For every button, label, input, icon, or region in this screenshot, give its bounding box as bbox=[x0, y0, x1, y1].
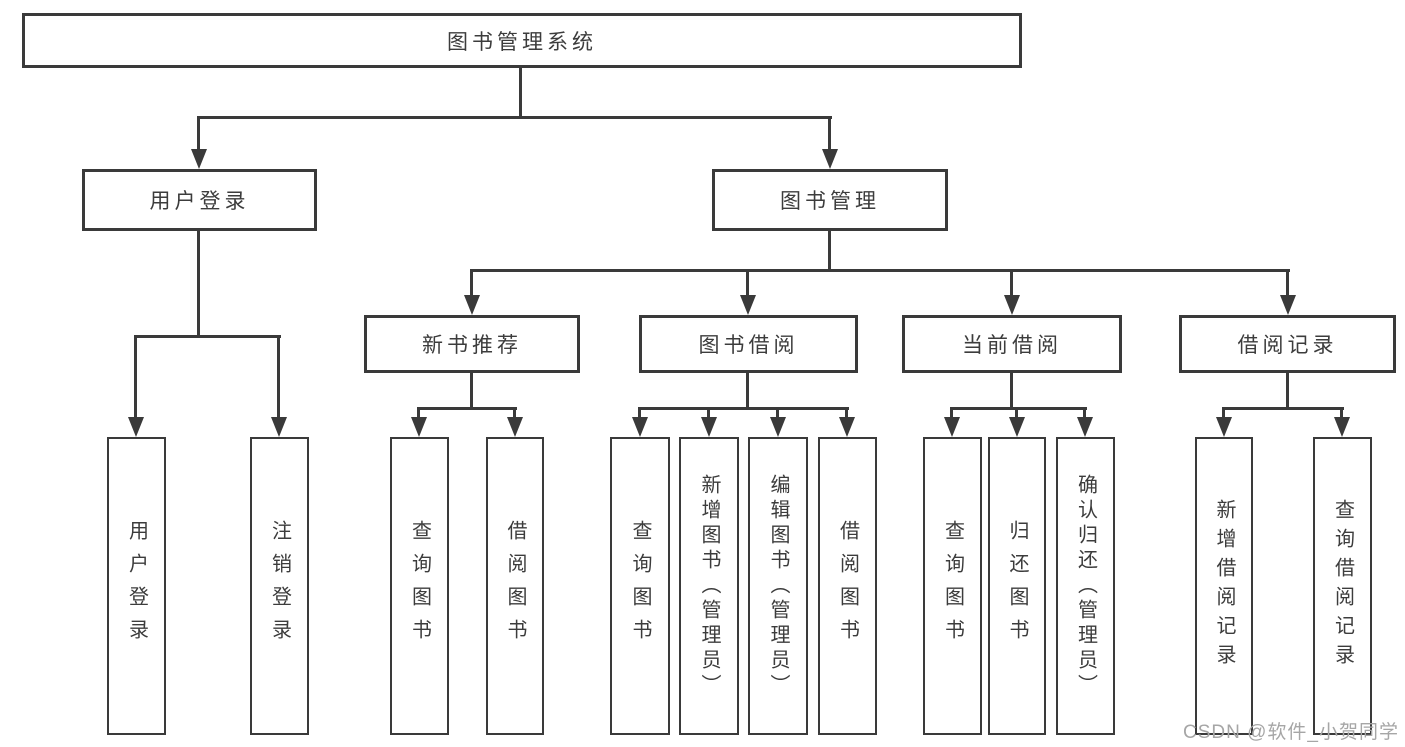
arrow-down-icon bbox=[701, 417, 717, 437]
leaf-label: 查询借阅记录 bbox=[1331, 499, 1354, 673]
connector-line bbox=[417, 407, 420, 419]
leaf-label: 查询图书 bbox=[408, 520, 431, 652]
csdn-watermark: CSDN @软件_小贺同学 bbox=[1183, 722, 1399, 743]
connector-line bbox=[828, 116, 831, 150]
arrow-down-icon bbox=[411, 417, 427, 437]
connector-line bbox=[950, 407, 1087, 410]
node-current-borrowing: 当前借阅 bbox=[902, 315, 1122, 373]
connector-line bbox=[1286, 269, 1289, 297]
leaf-label: 新增借阅记录 bbox=[1213, 499, 1235, 673]
leaf-logout: 注销登录 bbox=[250, 437, 309, 735]
connector-line bbox=[513, 407, 516, 419]
connector-line bbox=[470, 269, 473, 297]
arrow-down-icon bbox=[1009, 417, 1025, 437]
node-user-login: 用户登录 bbox=[82, 169, 317, 231]
leaf-label: 查询图书 bbox=[941, 520, 964, 652]
arrow-down-icon bbox=[770, 417, 786, 437]
leaf-add-book-admin: 新增图书（管理员） bbox=[679, 437, 739, 735]
arrow-down-icon bbox=[1077, 417, 1093, 437]
leaf-edit-book-admin: 编辑图书（管理员） bbox=[748, 437, 808, 735]
connector-line bbox=[950, 407, 953, 419]
arrow-down-icon bbox=[191, 149, 207, 169]
arrow-down-icon bbox=[740, 295, 756, 315]
arrow-down-icon bbox=[632, 417, 648, 437]
leaf-borrow-books-recommend: 借阅图书 bbox=[486, 437, 544, 735]
leaf-label: 编辑图书（管理员） bbox=[767, 473, 789, 699]
leaf-borrow-books-borrowing: 借阅图书 bbox=[818, 437, 877, 735]
leaf-label: 归还图书 bbox=[1006, 520, 1028, 652]
arrow-down-icon bbox=[839, 417, 855, 437]
node-label: 图书借阅 bbox=[698, 334, 799, 357]
leaf-confirm-return-admin: 确认归还（管理员） bbox=[1056, 437, 1115, 735]
node-book-management: 图书管理 bbox=[712, 169, 948, 231]
connector-line bbox=[134, 335, 281, 338]
arrow-down-icon bbox=[271, 417, 287, 437]
node-label: 用户登录 bbox=[149, 190, 250, 213]
leaf-label: 确认归还（管理员） bbox=[1074, 473, 1097, 699]
connector-line bbox=[197, 229, 200, 338]
connector-line bbox=[828, 229, 831, 272]
leaf-query-books-recommend: 查询图书 bbox=[390, 437, 449, 735]
node-book-borrowing: 图书借阅 bbox=[639, 315, 858, 373]
connector-line bbox=[1010, 269, 1013, 297]
connector-line bbox=[746, 371, 749, 410]
leaf-label: 用户登录 bbox=[125, 520, 148, 652]
connector-line bbox=[1286, 371, 1289, 410]
connector-line bbox=[638, 407, 641, 419]
leaf-user-login: 用户登录 bbox=[107, 437, 166, 735]
arrow-down-icon bbox=[944, 417, 960, 437]
connector-line bbox=[470, 269, 1290, 272]
connector-line bbox=[417, 407, 517, 410]
connector-line bbox=[1340, 407, 1343, 419]
connector-line bbox=[134, 335, 137, 419]
arrow-down-icon bbox=[128, 417, 144, 437]
connector-line bbox=[197, 116, 832, 119]
arrow-down-icon bbox=[507, 417, 523, 437]
arrow-down-icon bbox=[822, 149, 838, 169]
leaf-label: 新增图书（管理员） bbox=[698, 473, 720, 699]
connector-line bbox=[638, 407, 849, 410]
connector-line bbox=[519, 66, 522, 119]
arrow-down-icon bbox=[1004, 295, 1020, 315]
leaf-add-borrow-record: 新增借阅记录 bbox=[1195, 437, 1253, 735]
leaf-query-books-current: 查询图书 bbox=[923, 437, 982, 735]
connector-line bbox=[277, 335, 280, 419]
leaf-query-borrow-record: 查询借阅记录 bbox=[1313, 437, 1372, 735]
connector-line bbox=[470, 371, 473, 410]
node-library-management-system: 图书管理系统 bbox=[22, 13, 1022, 68]
node-label: 图书管理系统 bbox=[447, 30, 597, 54]
connector-line bbox=[776, 407, 779, 419]
node-label: 图书管理 bbox=[780, 190, 880, 213]
connector-line bbox=[707, 407, 710, 419]
connector-line bbox=[1222, 407, 1225, 419]
leaf-query-books-borrowing: 查询图书 bbox=[610, 437, 670, 735]
node-label: 新书推荐 bbox=[422, 334, 522, 357]
leaf-label: 借阅图书 bbox=[836, 520, 859, 652]
leaf-return-book: 归还图书 bbox=[988, 437, 1046, 735]
leaf-label: 注销登录 bbox=[268, 520, 291, 652]
connector-line bbox=[1015, 407, 1018, 419]
arrow-down-icon bbox=[1280, 295, 1296, 315]
connector-line bbox=[845, 407, 848, 419]
connector-line bbox=[197, 116, 200, 150]
arrow-down-icon bbox=[1216, 417, 1232, 437]
connector-line bbox=[1010, 371, 1013, 410]
node-label: 当前借阅 bbox=[962, 334, 1062, 357]
leaf-label: 借阅图书 bbox=[504, 520, 526, 652]
arrow-down-icon bbox=[1334, 417, 1350, 437]
node-new-book-recommendation: 新书推荐 bbox=[364, 315, 580, 373]
node-label: 借阅记录 bbox=[1237, 334, 1338, 357]
arrow-down-icon bbox=[464, 295, 480, 315]
leaf-label: 查询图书 bbox=[629, 520, 651, 652]
connector-line bbox=[746, 269, 749, 297]
connector-line bbox=[1222, 407, 1344, 410]
node-borrowing-records: 借阅记录 bbox=[1179, 315, 1396, 373]
connector-line bbox=[1083, 407, 1086, 419]
